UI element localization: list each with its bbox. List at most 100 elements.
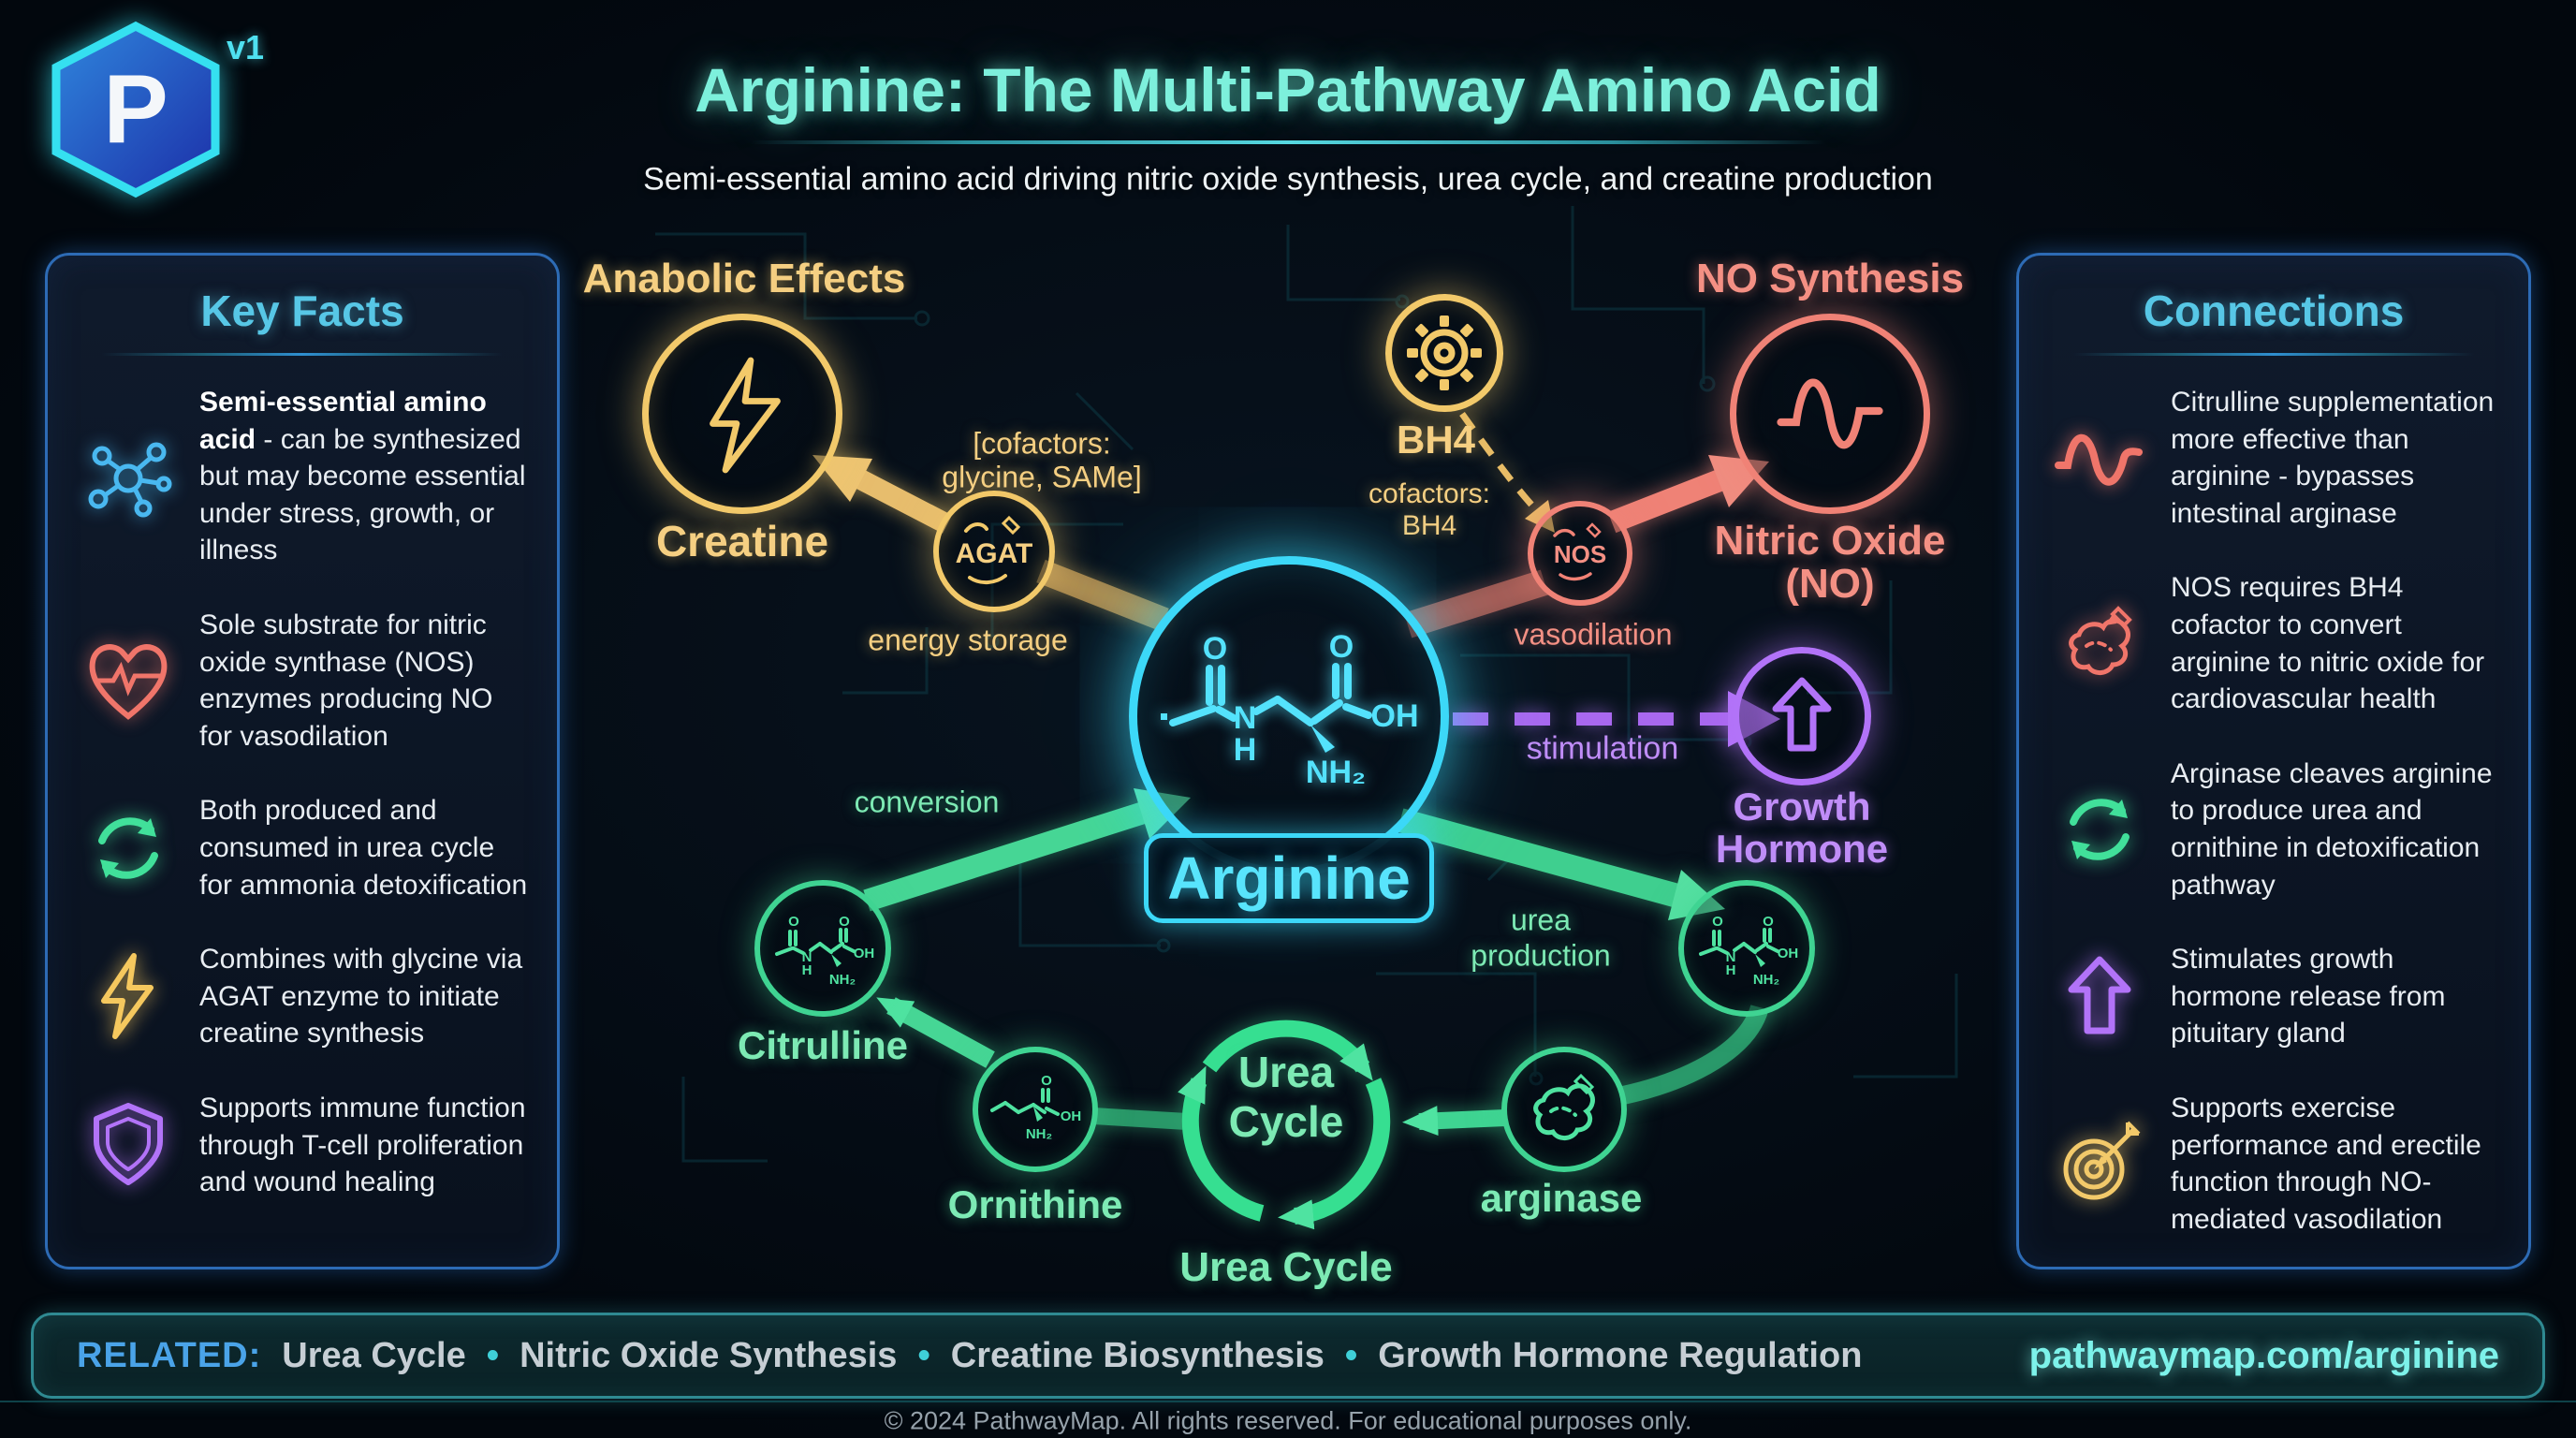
gear-icon	[1407, 315, 1482, 390]
svg-text:OH: OH	[1778, 946, 1799, 961]
bh4-cofactors-label: cofactors:	[1368, 478, 1491, 509]
svg-text:O: O	[1763, 914, 1774, 930]
svg-text:N: N	[802, 949, 812, 965]
creatine-node	[642, 314, 842, 514]
creatine-label: Creatine	[655, 517, 829, 565]
molecule-icon	[80, 430, 177, 523]
lightning-icon	[710, 357, 781, 474]
urea-cycle-label: Urea Cycle	[1179, 1244, 1393, 1290]
bullet-separator: •	[1344, 1335, 1358, 1375]
svg-text:O: O	[1041, 1073, 1052, 1089]
recycle-icon	[2051, 783, 2148, 876]
svg-text:NH₂: NH₂	[1753, 972, 1779, 988]
copyright-text: © 2024 PathwayMap. All rights reserved. …	[884, 1406, 1692, 1435]
svg-text:N: N	[1726, 949, 1736, 965]
citrulline-molecule: O N H O OH NH₂	[775, 914, 875, 988]
bullet-separator: •	[486, 1335, 500, 1375]
logo-letter: P	[103, 55, 168, 164]
agat-cofactors-label: glycine, SAMe]	[942, 460, 1142, 494]
related-item: Creatine Biosynthesis	[950, 1335, 1325, 1375]
connection-text: Citrulline supplementation more effectiv…	[2171, 387, 2495, 529]
panel-divider	[2073, 353, 2474, 356]
conversion-label: conversion	[854, 785, 1000, 819]
target-dart-icon	[2051, 1117, 2148, 1211]
agat-text: AGAT	[956, 538, 1033, 569]
arginine-node	[1129, 556, 1449, 876]
related-links: RELATED: Urea Cycle • Nitric Oxide Synth…	[77, 1336, 1862, 1376]
nitric-oxide-node	[1730, 314, 1930, 514]
bottom-divider	[0, 1401, 2576, 1402]
key-fact-item: Semi-essential amino acid - can be synth…	[48, 384, 557, 569]
connection-item: NOS requires BH4 cofactor to convert arg…	[2019, 569, 2528, 717]
vasodilation-label: vasodilation	[1514, 617, 1673, 652]
agat-node: AGAT	[933, 491, 1055, 612]
page-title: Arginine: The Multi-Pathway Amino Acid	[695, 55, 1881, 125]
heart-pulse-icon	[80, 634, 177, 727]
related-label: RELATED:	[77, 1335, 262, 1375]
agat-cofactors-label: [cofactors:	[973, 426, 1111, 461]
key-facts-panel: Key Facts Semi-essential amino acid - ca…	[45, 253, 560, 1269]
nitric-oxide-label: (NO)	[1785, 561, 1875, 607]
svg-text:OH: OH	[854, 946, 875, 961]
sine-wave-icon	[1777, 378, 1883, 449]
key-fact-text: Sole substrate for nitric oxide synthase…	[199, 609, 493, 752]
pathwaymap-logo: P	[51, 21, 220, 198]
ornithine-molecule: O OH NH₂	[990, 1073, 1081, 1142]
related-item: Nitric Oxide Synthesis	[520, 1335, 898, 1375]
connections-panel: Connections Citrulline supplementation m…	[2016, 253, 2531, 1269]
svg-text:O: O	[788, 914, 799, 930]
key-facts-title: Key Facts	[200, 286, 404, 335]
ornithine-label: Ornithine	[947, 1182, 1123, 1226]
arginase-node	[1501, 1047, 1627, 1172]
key-fact-text: Combines with glycine via AGAT enzyme to…	[199, 944, 523, 1049]
key-fact-text: Both produced and consumed in urea cycle…	[199, 795, 528, 901]
no-synthesis-heading: NO Synthesis	[1695, 256, 1965, 301]
nos-node: NOS	[1528, 501, 1632, 606]
bullet-separator: •	[917, 1335, 930, 1375]
nos-text: NOS	[1554, 540, 1606, 568]
version-badge: v1	[227, 28, 265, 66]
arginase-label: arginase	[1480, 1176, 1643, 1220]
sine-wave-icon	[2051, 411, 2148, 505]
nitric-oxide-label: Nitric Oxide	[1714, 518, 1946, 564]
connection-item: Stimulates growth hormone release from p…	[2019, 941, 2528, 1052]
citrulline-label: Citrulline	[737, 1023, 909, 1067]
svg-text:H: H	[1726, 962, 1736, 978]
lightning-icon	[80, 950, 177, 1044]
connection-text: Stimulates growth hormone release from p…	[2171, 944, 2446, 1049]
block-arrow-up-icon	[2051, 950, 2148, 1044]
related-item: Urea Cycle	[282, 1335, 466, 1375]
intermediate-molecule: O N H O OH NH₂	[1699, 914, 1799, 988]
connection-text: Arginase cleaves arginine to produce ure…	[2171, 757, 2493, 901]
bh4-node	[1385, 294, 1503, 412]
page-subtitle: Semi-essential amino acid driving nitric…	[643, 161, 1933, 198]
arginine-label-box: Arginine	[1144, 833, 1434, 923]
urea-production-label: production	[1471, 938, 1611, 973]
urea-cycle-center-text: Urea Cycle	[1228, 1048, 1344, 1146]
urea-production-label: urea	[1510, 902, 1572, 937]
key-fact-text: Supports immune function through T-cell …	[199, 1092, 526, 1198]
key-fact-item: Sole substrate for nitric oxide synthase…	[48, 607, 557, 755]
svg-text:O: O	[839, 914, 850, 930]
anabolic-effects-heading: Anabolic Effects	[582, 256, 906, 301]
svg-text:NH₂: NH₂	[1026, 1126, 1052, 1142]
ornithine-node: O OH NH₂	[973, 1047, 1098, 1172]
enzyme-icon	[2051, 597, 2148, 691]
related-item: Growth Hormone Regulation	[1378, 1335, 1863, 1375]
block-arrow-up-icon	[1772, 677, 1832, 752]
key-fact-text: Semi-essential amino acid - can be synth…	[199, 387, 526, 566]
panel-divider	[102, 353, 503, 356]
key-fact-item: Supports immune function through T-cell …	[48, 1090, 557, 1201]
key-fact-item: Both produced and consumed in urea cycle…	[48, 792, 557, 903]
site-url-link[interactable]: pathwaymap.com/arginine	[2028, 1334, 2499, 1376]
energy-storage-label: energy storage	[868, 623, 1068, 657]
growth-hormone-label: Hormone	[1715, 827, 1889, 871]
connection-text: Supports exercise performance and erecti…	[2171, 1092, 2481, 1235]
svg-text:O: O	[1712, 914, 1723, 930]
svg-text:H: H	[802, 962, 812, 978]
arginine-intermediate-node: O N H O OH NH₂	[1678, 880, 1815, 1017]
citrulline-node: O N H O OH NH₂	[754, 880, 891, 1017]
recycle-icon	[80, 801, 177, 895]
bh4-label: BH4	[1396, 418, 1476, 462]
